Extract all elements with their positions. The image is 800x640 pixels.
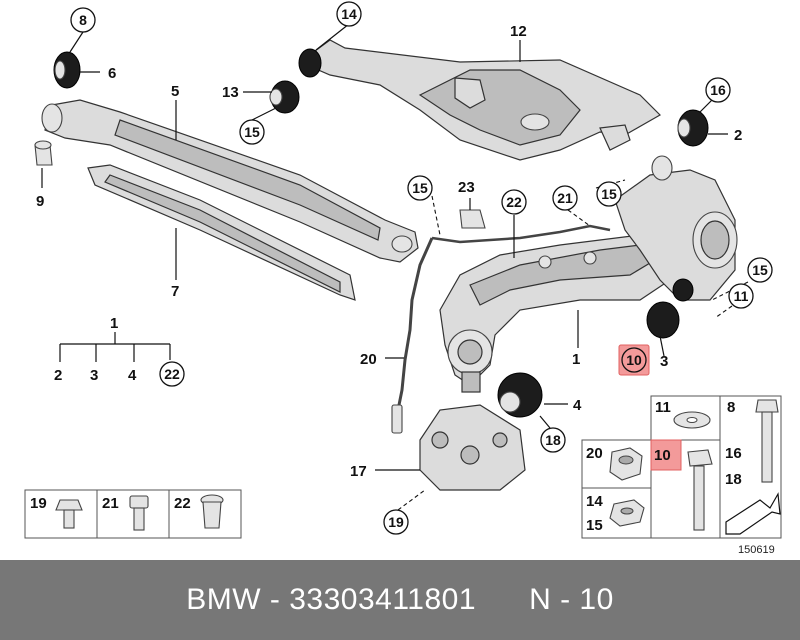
part-12-upper-arm[interactable] bbox=[298, 39, 661, 161]
part-4-bushing[interactable] bbox=[497, 372, 543, 418]
part-17-bracket[interactable] bbox=[419, 404, 526, 491]
callout-15-mid[interactable]: 15 bbox=[407, 175, 433, 201]
svg-text:15: 15 bbox=[412, 180, 428, 196]
part-19-bolt-icon[interactable] bbox=[55, 499, 83, 529]
svg-text:22: 22 bbox=[506, 194, 522, 210]
label-13: 13 bbox=[222, 84, 239, 101]
svg-text:10: 10 bbox=[654, 447, 671, 464]
svg-text:11: 11 bbox=[655, 399, 671, 416]
wheel-carrier[interactable] bbox=[614, 155, 738, 301]
part-8-bolt-icon[interactable] bbox=[755, 399, 779, 483]
label-6: 6 bbox=[108, 65, 116, 82]
footer-brand: BMW bbox=[186, 583, 262, 616]
svg-text:15: 15 bbox=[244, 124, 260, 140]
part-9-bolt[interactable] bbox=[34, 140, 53, 166]
part-5-link[interactable] bbox=[41, 99, 419, 263]
svg-text:8: 8 bbox=[79, 12, 87, 28]
part-20-nut-icon[interactable] bbox=[609, 447, 643, 481]
svg-text:22: 22 bbox=[164, 366, 180, 382]
label-2: 2 bbox=[734, 127, 742, 144]
footer-separator: - bbox=[261, 583, 290, 616]
part-2-bushing[interactable] bbox=[677, 109, 709, 147]
label-20: 20 bbox=[360, 351, 377, 368]
svg-text:22: 22 bbox=[174, 495, 191, 512]
part-22-sleeve-icon[interactable] bbox=[200, 494, 224, 529]
label-7: 7 bbox=[171, 283, 179, 300]
part-14-nut-icon[interactable] bbox=[609, 499, 645, 527]
fastener-table-left: 19 21 22 bbox=[24, 489, 242, 539]
svg-text:19: 19 bbox=[30, 495, 47, 512]
callout-15-upper[interactable]: 15 bbox=[239, 119, 265, 145]
part-23-clip[interactable] bbox=[459, 209, 486, 229]
part-20-sensor-wire[interactable] bbox=[391, 224, 611, 434]
footer-part-number: 33303411801 bbox=[289, 583, 477, 616]
callout-15-right[interactable]: 15 bbox=[747, 257, 773, 283]
label-4: 4 bbox=[573, 397, 582, 414]
part-3-bush[interactable] bbox=[646, 301, 680, 339]
callout-19[interactable]: 19 bbox=[383, 509, 409, 535]
label-12: 12 bbox=[510, 23, 527, 40]
svg-text:15: 15 bbox=[586, 517, 603, 534]
label-1: 1 bbox=[572, 351, 580, 368]
svg-text:8: 8 bbox=[727, 399, 735, 416]
callout-18[interactable]: 18 bbox=[540, 427, 566, 453]
callout-11[interactable]: 11 bbox=[728, 283, 754, 309]
svg-text:18: 18 bbox=[545, 432, 561, 448]
label-17: 17 bbox=[350, 463, 367, 480]
svg-text:21: 21 bbox=[557, 190, 573, 206]
svg-text:21: 21 bbox=[102, 495, 119, 512]
svg-text:16: 16 bbox=[725, 445, 742, 462]
svg-text:16: 16 bbox=[710, 82, 726, 98]
part-1-control-arm[interactable] bbox=[439, 234, 671, 393]
callout-14[interactable]: 14 bbox=[336, 1, 362, 27]
label-set-3: 3 bbox=[90, 367, 98, 384]
callout-22-set[interactable]: 22 bbox=[159, 361, 185, 387]
callout-16-upper[interactable]: 16 bbox=[705, 77, 731, 103]
leader-lines bbox=[41, 23, 749, 511]
svg-text:18: 18 bbox=[725, 471, 742, 488]
footer-text: BMW - 33303411801 N - 10 bbox=[186, 583, 614, 617]
label-5: 5 bbox=[171, 83, 179, 100]
part-21-screw-icon[interactable] bbox=[129, 495, 149, 531]
callout-22[interactable]: 22 bbox=[501, 189, 527, 215]
fastener-table-right: 11 8 20 10 16 18 14 15 bbox=[581, 395, 782, 539]
footer-position-label: N - 10 bbox=[529, 583, 614, 616]
label-set-2: 2 bbox=[54, 367, 62, 384]
callout-8[interactable]: 8 bbox=[70, 7, 96, 33]
label-23: 23 bbox=[458, 179, 475, 196]
part-8-bushing[interactable] bbox=[53, 51, 81, 89]
footer-bar: BMW - 33303411801 N - 10 bbox=[0, 560, 800, 640]
direction-arrow-icon bbox=[725, 492, 781, 535]
svg-text:11: 11 bbox=[734, 288, 749, 304]
part-13-bushing[interactable] bbox=[269, 80, 300, 114]
callout-21[interactable]: 21 bbox=[552, 185, 578, 211]
part-16-bush[interactable] bbox=[672, 278, 694, 302]
part-7-rail[interactable] bbox=[87, 164, 356, 301]
svg-text:14: 14 bbox=[341, 6, 357, 22]
label-3: 3 bbox=[660, 353, 668, 370]
svg-text:10: 10 bbox=[626, 352, 642, 368]
svg-text:19: 19 bbox=[388, 514, 404, 530]
footer-gap bbox=[476, 583, 529, 616]
callout-15-carrier[interactable]: 15 bbox=[596, 181, 622, 207]
drawing-number: 150619 bbox=[738, 544, 775, 556]
svg-text:20: 20 bbox=[586, 445, 603, 462]
svg-text:15: 15 bbox=[752, 262, 768, 278]
part-10-bolt-icon[interactable] bbox=[687, 449, 713, 531]
part-14-bush[interactable] bbox=[298, 48, 322, 78]
svg-text:15: 15 bbox=[601, 186, 617, 202]
svg-text:14: 14 bbox=[586, 493, 603, 510]
callout-10-highlighted[interactable]: 10 bbox=[618, 344, 650, 376]
parts-diagram: 6 5 9 7 13 12 2 23 1 3 4 20 17 1 2 3 4 8… bbox=[24, 1, 782, 556]
part-11-washer-icon[interactable] bbox=[673, 411, 711, 429]
label-set-1: 1 bbox=[110, 315, 118, 332]
label-set-4: 4 bbox=[128, 367, 137, 384]
label-9: 9 bbox=[36, 193, 44, 210]
